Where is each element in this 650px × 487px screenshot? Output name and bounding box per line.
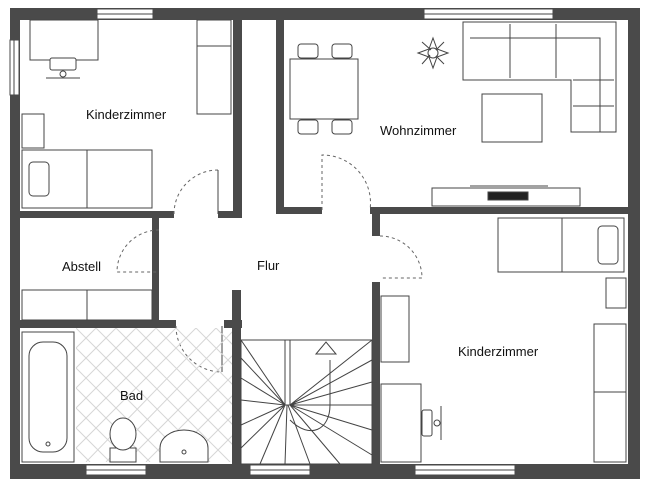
staircase <box>240 339 373 465</box>
room-label-bad: Bad <box>120 388 143 403</box>
room-wohnzimmer: Wohnzimmer <box>289 21 617 207</box>
wardrobe <box>196 19 232 115</box>
doors <box>116 154 423 373</box>
room-label-wohnzimmer: Wohnzimmer <box>380 123 457 138</box>
tv-sideboard <box>431 185 581 207</box>
room-bad: Bad <box>21 328 232 463</box>
plant-icon <box>416 36 450 70</box>
nightstand <box>21 113 45 149</box>
coffee-table <box>481 93 543 143</box>
room-label-flur: Flur <box>257 258 280 273</box>
room-label-abstell: Abstell <box>62 259 101 274</box>
room-label-kinderzimmer-top: Kinderzimmer <box>86 107 167 122</box>
interior-walls <box>20 8 628 472</box>
bed <box>21 149 153 209</box>
room-kinderzimmer-bottom: Kinderzimmer <box>380 217 627 463</box>
dining-table <box>289 43 359 135</box>
toilet <box>109 417 137 463</box>
wardrobe <box>593 323 627 463</box>
desk-chair <box>421 406 442 440</box>
room-kinderzimmer-top: Kinderzimmer <box>21 19 232 209</box>
sink <box>159 429 209 463</box>
shelf <box>380 295 410 363</box>
room-label-kinderzimmer-bottom: Kinderzimmer <box>458 344 539 359</box>
tile-pattern <box>76 328 232 462</box>
bed <box>497 217 625 273</box>
room-flur: Flur <box>257 258 280 273</box>
room-abstell: Abstell <box>21 259 153 321</box>
desk-chair <box>46 57 80 79</box>
desk <box>29 19 99 61</box>
desk <box>380 383 422 463</box>
windows <box>9 8 554 476</box>
bathtub <box>21 331 75 463</box>
nightstand <box>605 277 627 309</box>
stair-arrow-icon <box>314 341 338 355</box>
corner-sofa <box>462 21 617 133</box>
